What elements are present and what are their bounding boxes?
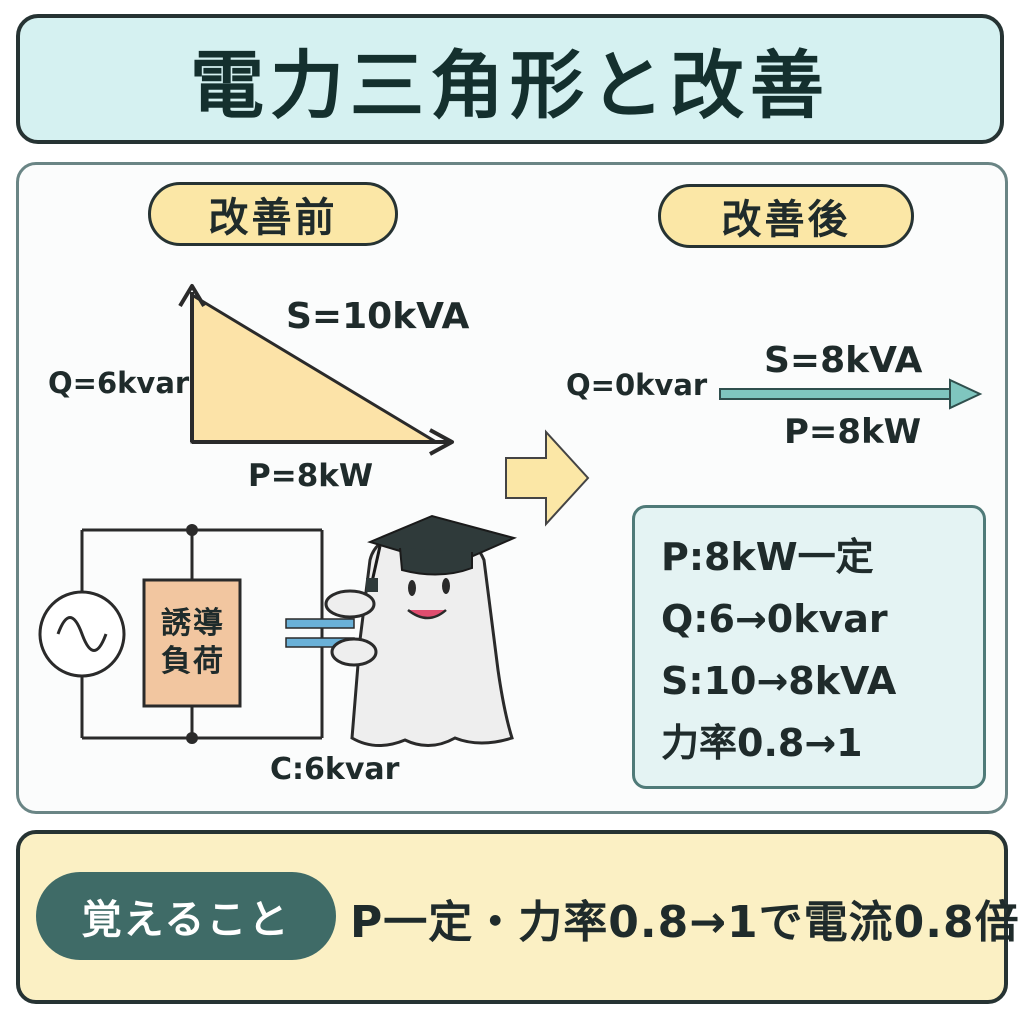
p-label-before: P=8kW (248, 458, 374, 494)
before-label: 改善前 (148, 182, 398, 246)
s-label-before: S=10kVA (286, 296, 470, 337)
takeaway-text: P一定・力率0.8→1で電流0.8倍 (350, 897, 1020, 948)
capacitor-label: C:6kvar (270, 752, 400, 787)
takeaway-badge: 覚えること (36, 872, 336, 960)
summary-line-q: Q:6→0kvar (661, 597, 888, 641)
p-label-after: P=8kW (784, 412, 922, 452)
q-label-before: Q=6kvar (48, 366, 190, 400)
title-banner: 電力三角形と改善 (16, 14, 1004, 144)
s-label-after: S=8kVA (764, 340, 923, 381)
summary-box: P:8kW一定 Q:6→0kvar S:10→8kVA 力率0.8→1 (632, 505, 986, 789)
summary-line-pf: 力率0.8→1 (661, 721, 863, 765)
load-label-line2: 負荷 (161, 644, 225, 679)
summary-line-s: S:10→8kVA (661, 659, 897, 703)
load-label-line1: 誘導 (161, 606, 225, 641)
summary-line-p: P:8kW一定 (661, 535, 874, 579)
inductive-load-label: 誘導 負荷 (148, 605, 238, 681)
q-label-after: Q=0kvar (566, 368, 708, 402)
takeaway-box: 覚えること P一定・力率0.8→1で電流0.8倍 (16, 830, 1019, 1004)
page-title: 電力三角形と改善 (190, 42, 830, 129)
after-label: 改善後 (658, 184, 914, 248)
